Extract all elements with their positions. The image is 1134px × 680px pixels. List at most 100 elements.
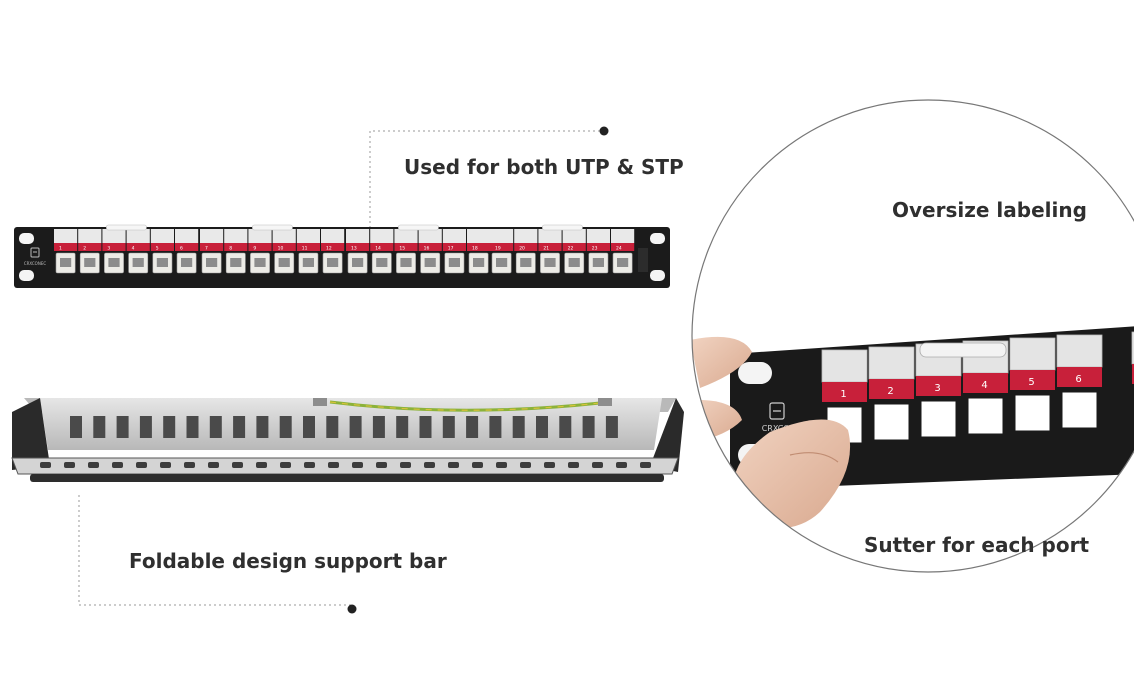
port-number: 22 bbox=[568, 246, 574, 252]
port-number: 20 bbox=[519, 246, 525, 252]
jack-opening bbox=[424, 258, 436, 267]
label-window bbox=[150, 229, 174, 243]
keystone-cutout bbox=[163, 416, 176, 438]
label-window bbox=[394, 229, 418, 243]
port-number: 16 bbox=[424, 246, 430, 252]
keystone-cutout bbox=[559, 416, 572, 438]
port-label-strip bbox=[296, 243, 320, 251]
support-bar-slot bbox=[328, 462, 339, 468]
jack-opening bbox=[592, 258, 604, 267]
hand-left-fingers bbox=[692, 336, 752, 388]
port-number: 9 bbox=[253, 246, 256, 252]
label-window bbox=[175, 229, 199, 243]
label-window bbox=[467, 229, 491, 243]
ground-wire-stripe bbox=[329, 401, 601, 411]
label-window bbox=[200, 229, 224, 243]
zoom-label-strip bbox=[1132, 364, 1134, 384]
port-number: 3 bbox=[107, 246, 110, 252]
keystone-cutout bbox=[582, 416, 595, 438]
port-number: 1 bbox=[59, 246, 62, 252]
keystone-cutouts bbox=[70, 416, 618, 438]
support-bar-slot bbox=[136, 462, 147, 468]
label-window bbox=[296, 229, 320, 243]
label-window bbox=[54, 229, 78, 243]
port-shutter bbox=[918, 398, 959, 440]
zoom-port-number: 5 bbox=[1028, 377, 1034, 388]
support-bar-slots bbox=[40, 462, 651, 468]
jack-opening bbox=[568, 258, 580, 267]
support-bar-slot bbox=[160, 462, 171, 468]
keystone-cutout bbox=[512, 416, 525, 438]
keystone-cutout bbox=[70, 416, 82, 438]
jack-opening bbox=[473, 258, 485, 267]
callout-utp-stp: Used for both UTP & STP bbox=[404, 155, 684, 179]
mounting-hole-right bbox=[650, 233, 665, 244]
support-bar-slot bbox=[448, 462, 459, 468]
support-bar-slot bbox=[424, 462, 435, 468]
port-label-strip bbox=[102, 243, 126, 251]
support-bar bbox=[11, 457, 679, 475]
port-label-strip bbox=[370, 243, 394, 251]
ground-terminal bbox=[313, 398, 327, 406]
label-window bbox=[514, 229, 538, 243]
label-window bbox=[224, 229, 248, 243]
support-bar-slot bbox=[88, 462, 99, 468]
port-label-strip bbox=[490, 243, 514, 251]
port-label-strip bbox=[54, 243, 78, 251]
jack-opening bbox=[181, 258, 193, 267]
port-number: 14 bbox=[375, 246, 381, 252]
port-number: 18 bbox=[472, 246, 478, 252]
port-number: 5 bbox=[156, 246, 159, 252]
label-window bbox=[586, 229, 610, 243]
zoom-label-strip bbox=[1010, 370, 1055, 390]
label-window bbox=[126, 229, 150, 243]
label-window bbox=[248, 229, 272, 243]
cover-clip bbox=[252, 224, 293, 231]
support-bar-slot bbox=[184, 462, 195, 468]
callout-oversize-labeling: Oversize labeling bbox=[892, 198, 1087, 222]
port-label-strip bbox=[346, 243, 370, 251]
zoom-brand-logo-icon bbox=[769, 402, 785, 420]
label-window bbox=[321, 229, 345, 243]
zoom-label-strip bbox=[822, 382, 867, 402]
jack-opening bbox=[278, 258, 290, 267]
jack-opening bbox=[230, 258, 242, 267]
keystone-cutout bbox=[349, 416, 362, 438]
port-label-strip bbox=[224, 243, 248, 251]
cover-clip bbox=[542, 224, 583, 231]
support-bar-slot bbox=[496, 462, 507, 468]
ground-block bbox=[638, 248, 648, 272]
port-label-strip bbox=[538, 243, 562, 251]
keystone-cutout bbox=[233, 416, 246, 438]
leader-utp-stp bbox=[369, 130, 604, 228]
port-label-strip bbox=[321, 243, 345, 251]
label-window bbox=[272, 229, 296, 243]
jack-opening bbox=[352, 258, 364, 267]
keystone-cutout bbox=[116, 416, 129, 438]
label-window bbox=[562, 229, 586, 243]
port-number: 2 bbox=[83, 246, 86, 252]
finger-line bbox=[789, 452, 839, 463]
port-number: 17 bbox=[448, 246, 454, 252]
port-number: 19 bbox=[495, 246, 501, 252]
keystone-cutout bbox=[279, 416, 292, 438]
jack-opening bbox=[448, 258, 460, 267]
hand-right bbox=[732, 419, 851, 529]
support-bar-slot bbox=[592, 462, 603, 468]
mounting-hole-left bbox=[19, 270, 34, 281]
port-label-strip bbox=[586, 243, 610, 251]
keystone-cutout bbox=[209, 416, 222, 438]
zoom-label-window bbox=[1056, 334, 1103, 368]
jack-opening bbox=[327, 258, 339, 267]
keystone-cutout bbox=[93, 416, 106, 438]
support-bar-slot bbox=[616, 462, 627, 468]
port-number: 21 bbox=[543, 246, 549, 252]
zoom-label-strip bbox=[1057, 367, 1102, 387]
zoom-label-window bbox=[821, 349, 868, 383]
zoom-label-strip bbox=[869, 379, 914, 399]
label-window bbox=[611, 229, 635, 243]
